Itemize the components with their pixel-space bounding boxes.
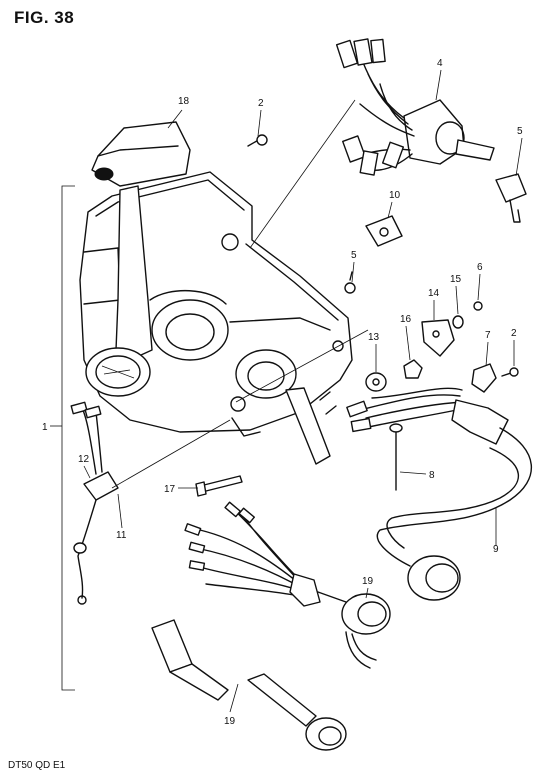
callout-16: 17: [164, 484, 176, 495]
callout-12: 13: [368, 332, 380, 343]
washer: [452, 315, 464, 329]
callout-18: 19: [362, 576, 374, 587]
figure-title: FIG. 38: [14, 8, 75, 27]
grommet: [365, 372, 387, 392]
callout-19: 19: [224, 716, 236, 727]
callout-2-right: 2: [511, 328, 517, 339]
neutral-switch: [70, 401, 119, 605]
callout-10: 11: [116, 530, 127, 541]
screw-5-right: [473, 301, 483, 311]
ignition-key: [495, 173, 527, 223]
leader-lines: [83, 69, 523, 713]
callout-5-left: 5: [351, 250, 357, 261]
callout-15: 16: [400, 314, 412, 325]
callout-5-right: 6: [477, 262, 483, 273]
callout-9: 10: [389, 190, 401, 201]
model-code: DT50 QD E1: [8, 760, 66, 771]
screw-2-right: [501, 367, 519, 377]
cable-clamp: [471, 363, 497, 393]
pin: [389, 423, 403, 491]
callout-2-top: 2: [258, 98, 264, 109]
callout-1: 1: [42, 422, 48, 433]
nut: [403, 359, 423, 379]
callout-3: 4: [437, 58, 443, 69]
callout-17: 18: [178, 96, 190, 107]
main-switch: [335, 38, 495, 176]
control-lever: [85, 121, 191, 397]
wiring-harness: [184, 501, 391, 669]
harness-and-cable: [346, 387, 533, 601]
callout-labels: 18 2 4 5 10 5 6 15 14 16 13 7 2 1 8 12 1…: [42, 58, 523, 727]
assembly-bracket: [50, 185, 75, 691]
callout-11: 12: [78, 454, 90, 465]
callout-13: 14: [428, 288, 440, 299]
bolt: [195, 475, 243, 497]
extension-cable: [151, 619, 347, 751]
callout-8: 9: [493, 544, 499, 555]
callout-6: 7: [485, 330, 491, 341]
screw-2-top: [247, 134, 268, 147]
plate: [421, 319, 455, 357]
callout-14: 15: [450, 274, 462, 285]
clip: [365, 215, 403, 247]
callout-7: 8: [429, 470, 435, 481]
callout-4: 5: [517, 126, 523, 137]
screw-5-left: [344, 271, 356, 294]
